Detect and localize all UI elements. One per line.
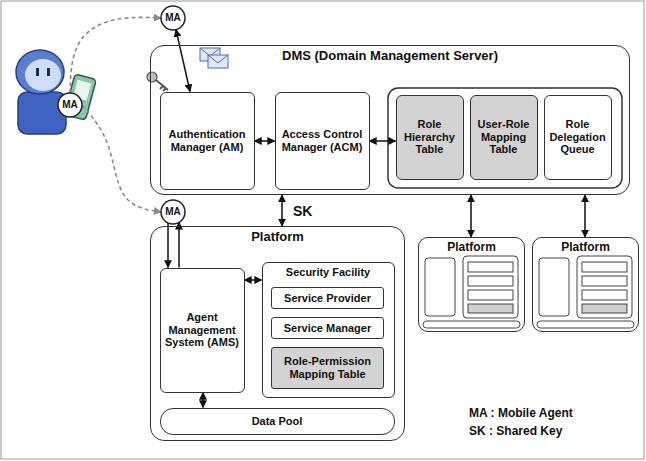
platform-box: PlatformAgent Management System (AMS) Sec… (150, 226, 405, 441)
sketch-box (463, 256, 518, 318)
migration-arrow (70, 17, 161, 93)
sketch-box (577, 256, 632, 318)
box-heading: Platform (561, 241, 610, 255)
box-heading: DMS (Domain Management Server) (282, 49, 498, 64)
service-box: Service Manager (271, 317, 384, 339)
user-face (25, 59, 61, 91)
sketch-bar (582, 290, 627, 300)
sketch-bar (582, 276, 627, 286)
box-label: Agent Management System (AMS) (165, 311, 240, 349)
message-arrow (281, 195, 283, 226)
envelope (208, 55, 228, 68)
user-body (18, 92, 66, 134)
message-arrow (202, 393, 204, 408)
ams-box: Agent Management System (AMS) (160, 268, 245, 393)
data-pool-band: Data Pool (160, 408, 395, 435)
sketch-bar (582, 304, 627, 313)
box-label: Data Pool (252, 415, 303, 428)
circle-shape (161, 200, 185, 224)
circle-shape (58, 93, 82, 117)
box-label: Authentication Manager (AM) (165, 128, 250, 153)
box-label: Access Control Manager (ACM) (280, 128, 365, 153)
box-label: User-Role Mapping Table (475, 118, 533, 156)
box-heading: Security Facility (286, 266, 370, 279)
platform-box: Platform (532, 237, 639, 332)
key-blade (156, 80, 168, 91)
message-arrow (178, 222, 180, 267)
box-label: Role Delegation Queue (549, 118, 607, 156)
queue-box: Role Delegation Queue (544, 95, 612, 180)
message-arrow (370, 140, 396, 142)
mobile-agent-circle: MA (57, 92, 83, 118)
box-heading: Platform (251, 230, 304, 245)
table-box: Role-Permission Mapping Table (271, 347, 384, 389)
box-label: Service Manager (284, 322, 371, 335)
box-label: MA (62, 99, 78, 111)
message-arrow (584, 195, 586, 237)
sketch-bar (468, 304, 513, 313)
edge-label: SK (292, 203, 313, 219)
manager-box: Authentication Manager (AM) (160, 92, 255, 190)
box-label: Service Provider (284, 292, 371, 305)
table-group-outline (388, 88, 622, 188)
sketch-box (539, 258, 569, 316)
message-arrow (176, 30, 190, 92)
circle-shape (161, 6, 185, 30)
user-eye (47, 68, 50, 76)
sketch-pool (537, 321, 634, 328)
server-box: DMS (Domain Management Server) Authentica… (150, 45, 630, 195)
box-label: Role-Permission Mapping Table (276, 355, 379, 380)
platform-sketch (537, 256, 634, 328)
security-facility-box: Security FacilityService ProviderService… (262, 262, 395, 398)
box-heading: Platform (447, 241, 496, 255)
mobile-agent-circle: MA (160, 5, 186, 31)
note-holder: SK : Shared Key (468, 421, 563, 439)
sketch-bar (582, 262, 627, 272)
note-holder: MA : Mobile Agent (468, 403, 574, 421)
user-eye (36, 68, 39, 76)
platform-sketch (423, 256, 520, 328)
user-head (16, 50, 64, 94)
sketch-box (425, 258, 455, 316)
edge-label-holder: SK (292, 202, 313, 220)
sketch-pool (423, 321, 520, 328)
message-envelopes (200, 48, 228, 68)
service-box: Service Provider (271, 287, 384, 309)
sketch-bar (468, 276, 513, 286)
key-bow (147, 72, 157, 82)
platform-box: Platform (418, 237, 525, 332)
box-label: MA (165, 12, 181, 24)
manager-box: Access Control Manager (ACM) (275, 92, 370, 190)
abbreviation-note: SK : Shared Key (468, 424, 563, 438)
user-figure (16, 50, 96, 134)
box-label: Role Hierarchy Table (401, 118, 459, 156)
box-label: MA (165, 206, 181, 218)
mobile-agent-circle: MA (160, 199, 186, 225)
abbreviation-note: MA : Mobile Agent (468, 406, 574, 420)
sketch-bar (468, 290, 513, 300)
table-box: User-Role Mapping Table (470, 95, 538, 180)
message-arrow (167, 223, 169, 268)
envelope-flap (208, 55, 228, 63)
message-arrow (245, 279, 262, 281)
message-arrow (255, 140, 275, 142)
table-box: Role Hierarchy Table (396, 95, 464, 180)
message-arrow (470, 195, 472, 237)
sketch-bar (468, 262, 513, 272)
